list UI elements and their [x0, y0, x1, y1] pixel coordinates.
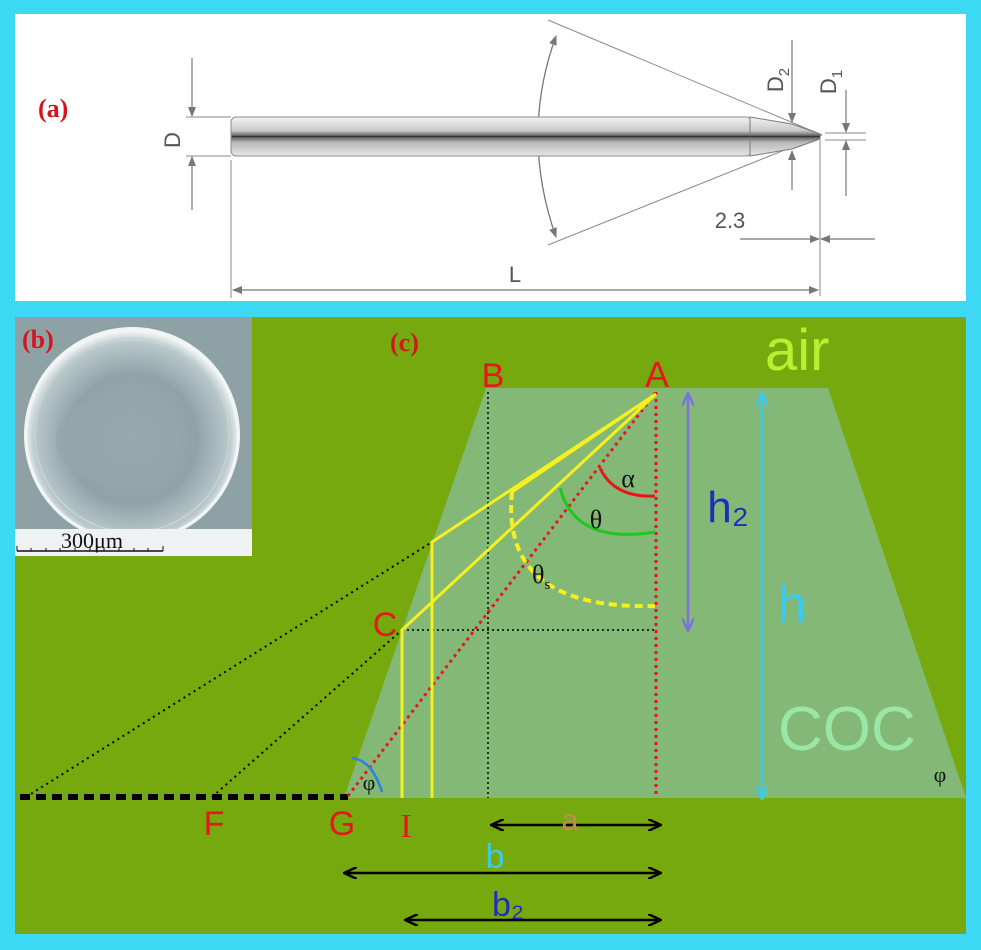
panel-a-label: (a)	[38, 94, 68, 123]
h-label: h	[778, 576, 807, 634]
panel-b-label: (b)	[22, 325, 54, 354]
extension-dotted-2	[211, 629, 403, 798]
theta-label: θ	[590, 505, 602, 534]
dim-d1-sub: 1	[829, 70, 846, 78]
theta-s-label: θs	[532, 560, 550, 593]
air-label: air	[765, 318, 829, 383]
dim-tip-length-label: 2.3	[715, 208, 746, 233]
theta-s-sub: s	[544, 577, 550, 593]
cone-line-top	[547, 19, 823, 136]
cone-line-bottom	[547, 134, 823, 246]
point-f-label: F	[204, 805, 225, 843]
alpha-label: α	[621, 464, 635, 493]
frame-separator	[0, 301, 981, 317]
theta-s-main: θ	[532, 560, 544, 589]
phi-right-label: φ	[934, 762, 947, 787]
theta-s-arc	[509, 491, 656, 609]
a-label: a	[562, 804, 579, 837]
panel-c-label: (c)	[390, 328, 419, 357]
ray-2-yellow	[400, 392, 658, 798]
alpha-arc	[598, 467, 656, 498]
b-label: b	[486, 838, 505, 876]
ray-3-yellow	[511, 392, 657, 494]
coc-trapezoid	[344, 388, 966, 798]
h2-label: h₂	[707, 483, 749, 532]
extension-dotted-1	[25, 541, 433, 798]
dim-d2-sub: 2	[776, 68, 793, 76]
ag-diagonal-red-dotted	[346, 391, 658, 797]
scale-bar-label: 300μm	[61, 528, 123, 553]
phi-arc	[351, 756, 384, 793]
dim-d1-label: D1	[816, 70, 846, 94]
phi-left-label: φ	[363, 770, 376, 795]
panel-a: D D2 D1 2.3 L (a)	[15, 14, 966, 301]
dim-d-label: D	[160, 132, 185, 148]
point-c-label: C	[373, 606, 398, 644]
point-a-label: A	[645, 354, 669, 395]
point-b-label: B	[482, 357, 505, 395]
panel-b: 300μm (b)	[15, 317, 252, 556]
dim-l-label: L	[509, 262, 521, 287]
panel-a-background	[15, 14, 966, 301]
coc-label: COC	[778, 695, 916, 764]
point-i-label: I	[400, 808, 411, 845]
scale-bar-background	[15, 529, 252, 556]
dim-d2-label: D2	[763, 68, 793, 92]
theta-arc	[558, 487, 656, 536]
micrograph-shading	[56, 396, 180, 484]
point-g-label: G	[329, 805, 355, 843]
b2-label: b₂	[492, 886, 524, 924]
scale-bar-ticks	[16, 546, 164, 551]
dim-d2-main: D	[763, 76, 788, 92]
dim-d1-main: D	[816, 78, 841, 94]
